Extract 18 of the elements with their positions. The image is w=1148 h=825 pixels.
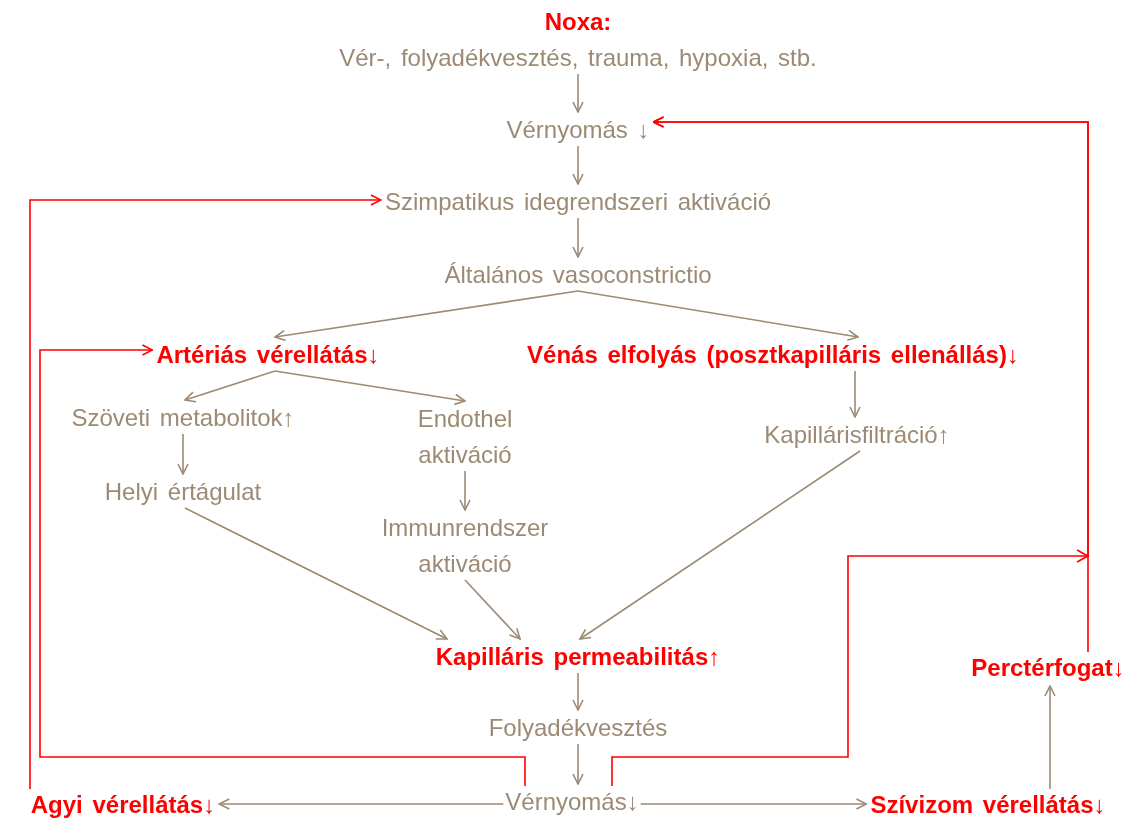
step-text: Vérnyomás↓ [505,787,639,817]
step-text: Folyadékvesztés [488,713,668,743]
step-text: Helyi értágulat [104,477,262,507]
step-text: Kapillárisfiltráció↑ [764,420,950,450]
highlighted-step-text: Kapilláris permeabilitás↑ [435,642,721,672]
step-text: Endothel aktiváció [416,404,514,470]
highlighted-step-text: Szívizom vérellátás↓ [870,790,1106,820]
step-text: Szimpatikus idegrendszeri aktiváció [384,187,772,217]
step-text: Vérnyomás ↓ [506,115,650,145]
highlighted-step-text: Artériás vérellátás↓ [156,340,380,370]
highlighted-step-text: Agyi vérellátás↓ [30,790,216,820]
highlighted-step-text: Vénás elfolyás (posztkapilláris ellenállás)↓ [527,340,1019,370]
step-text: Vér-, folyadékvesztés, trauma, hypoxia, stb. [339,43,817,73]
highlighted-step-text: Noxa: [543,7,613,37]
highlighted-step-text: Perctérfogat↓ [971,653,1125,683]
step-text: Immunrendszer aktiváció [380,513,550,579]
step-text: Szöveti metabolitok↑ [71,403,295,433]
step-text: Általános vasoconstrictio [444,260,712,290]
